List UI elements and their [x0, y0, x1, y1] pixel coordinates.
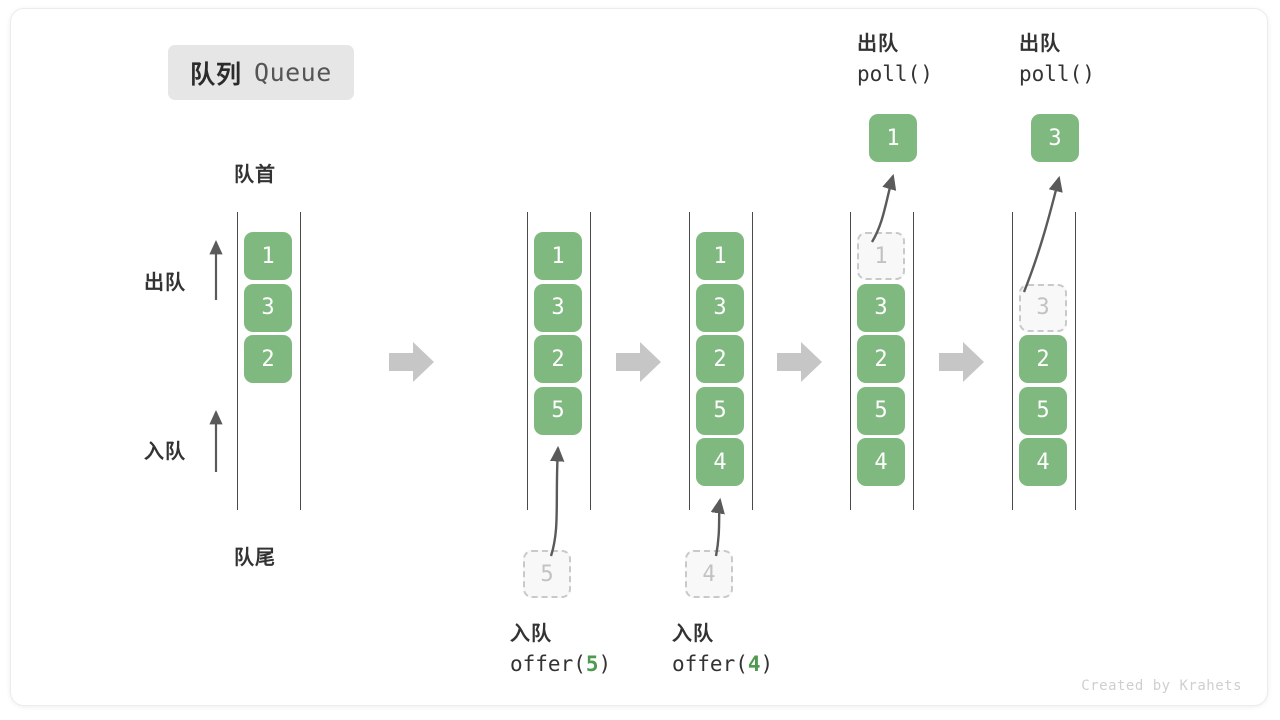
poll-caption: 出队 poll(): [857, 30, 933, 89]
queue-element-filled: 3: [244, 283, 292, 332]
title-chinese: 队列: [190, 60, 243, 89]
credit-text: Created by Krahets: [1081, 678, 1242, 694]
queue-rail-left: [236, 212, 238, 510]
queue-element-filled: 3: [696, 283, 744, 332]
queue-element-filled: 2: [244, 335, 292, 383]
queue-rail-left: [849, 212, 851, 510]
queue-element-filled: 1: [696, 232, 744, 280]
poll-caption-cn: 出队: [1019, 33, 1061, 55]
dequeue-side-label: 出队: [144, 272, 186, 294]
queue-element-ghost: 1: [857, 232, 905, 280]
queue-rail-right: [299, 212, 301, 510]
queue-element-filled: 5: [696, 386, 744, 435]
offer-caption-cn: 入队: [510, 623, 552, 645]
offer-caption-code: offer(4): [672, 652, 774, 676]
queue-element-filled: 3: [534, 283, 582, 332]
flow-arrow-icon: [389, 342, 434, 382]
offer-caption: 入队 offer(5): [510, 620, 611, 679]
queue-element-filled: 4: [857, 438, 905, 486]
pending-enqueue-element: 4: [685, 550, 733, 598]
queue-element-filled: 5: [1019, 386, 1067, 435]
queue-rail-right: [1074, 212, 1076, 510]
queue-element-ghost: 3: [1019, 283, 1067, 332]
queue-element-filled: 1: [534, 232, 582, 280]
offer-argument: 5: [585, 652, 599, 676]
queue-rail-left: [1011, 212, 1013, 510]
queue-rail-right: [589, 212, 591, 510]
queue-element-filled: 3: [857, 283, 905, 332]
title-english: Queue: [254, 58, 332, 87]
queue-element-filled: 4: [1019, 438, 1067, 486]
queue-rail-left: [526, 212, 528, 510]
poll-caption-cn: 出队: [857, 33, 899, 55]
offer-caption: 入队 offer(4): [672, 620, 773, 679]
queue-rail-left: [688, 212, 690, 510]
flow-arrow-icon: [939, 342, 984, 382]
queue-element-filled: 2: [857, 335, 905, 383]
poll-caption-code: poll(): [857, 62, 933, 86]
polled-element: 1: [869, 114, 917, 162]
offer-argument: 4: [747, 652, 761, 676]
queue-tail-label: 队尾: [234, 547, 276, 569]
queue-element-filled: 5: [534, 386, 582, 435]
queue-element-filled: 2: [696, 335, 744, 383]
poll-caption-code: poll(): [1019, 62, 1095, 86]
flow-arrow-icon: [777, 342, 822, 382]
queue-element-filled: 2: [534, 335, 582, 383]
queue-element-filled: 4: [696, 438, 744, 486]
offer-caption-cn: 入队: [672, 623, 714, 645]
flow-arrow-icon: [616, 342, 661, 382]
queue-element-filled: 2: [1019, 335, 1067, 383]
polled-element: 3: [1031, 114, 1079, 162]
queue-rail-right: [912, 212, 914, 510]
queue-rail-right: [751, 212, 753, 510]
enqueue-side-label: 入队: [144, 441, 186, 463]
queue-element-filled: 5: [857, 386, 905, 435]
pending-enqueue-element: 5: [523, 550, 571, 598]
offer-caption-code: offer(5): [510, 652, 612, 676]
diagram-title-badge: 队列 Queue: [168, 45, 354, 100]
queue-head-label: 队首: [234, 164, 276, 186]
poll-caption: 出队 poll(): [1019, 30, 1095, 89]
queue-element-filled: 1: [244, 232, 292, 280]
